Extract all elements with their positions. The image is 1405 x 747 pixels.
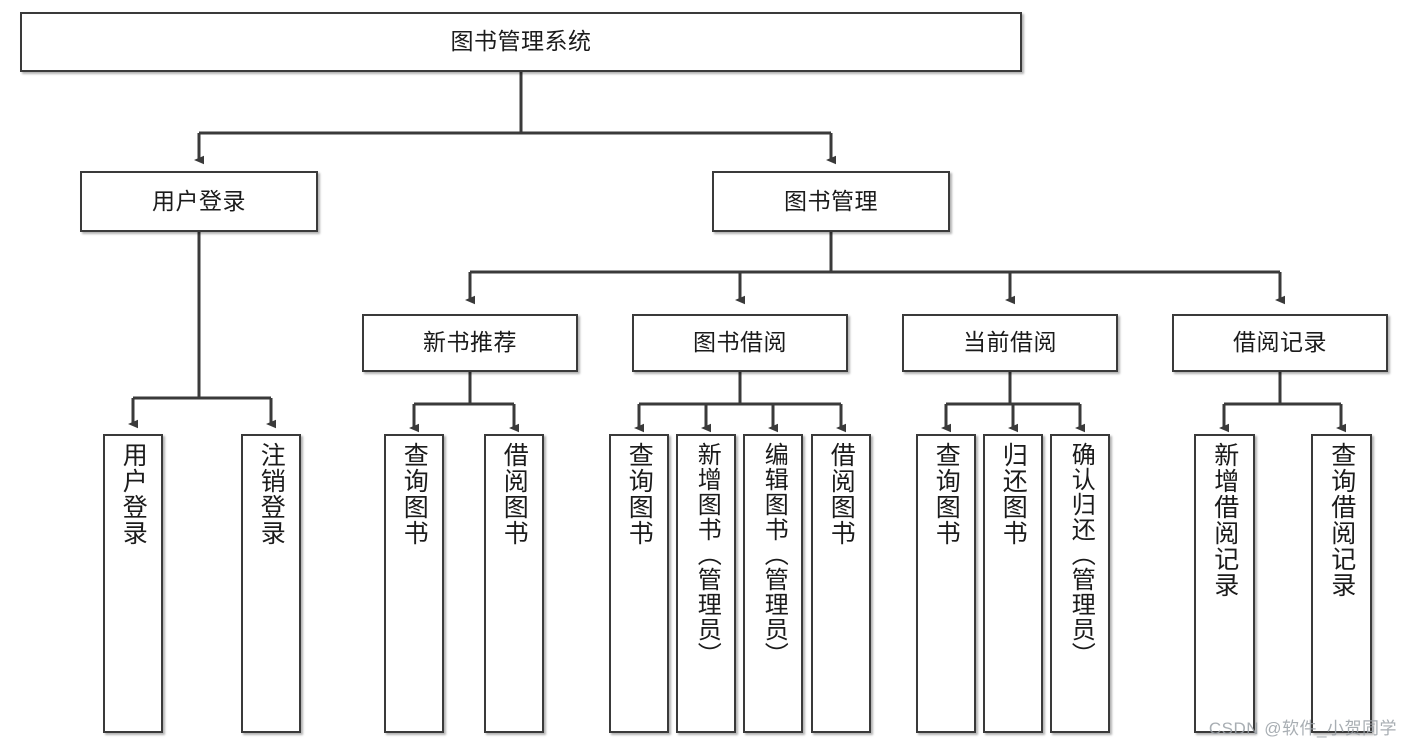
- node-label: 借阅图书: [500, 442, 529, 546]
- watermark-text: CSDN @软件_小贺同学: [1208, 719, 1397, 738]
- node-label: 确认归还（管理员）: [1067, 442, 1095, 667]
- node-new-book-recommendation[interactable]: 新书推荐: [362, 314, 578, 372]
- node-label: 图书管理: [784, 187, 878, 214]
- node-leaf-edit-book-admin[interactable]: 编辑图书（管理员）: [743, 434, 803, 733]
- node-label: 当前借阅: [963, 329, 1057, 356]
- node-book-borrowing[interactable]: 图书借阅: [632, 314, 848, 372]
- node-user-login[interactable]: 用户登录: [80, 171, 318, 232]
- node-label: 借阅记录: [1233, 329, 1327, 356]
- node-label: 新增借阅记录: [1210, 442, 1239, 598]
- node-label: 用户登录: [152, 187, 246, 214]
- node-leaf-query-book-current[interactable]: 查询图书: [916, 434, 976, 733]
- node-label: 借阅图书: [827, 442, 856, 546]
- node-label: 注销登录: [257, 442, 286, 546]
- node-root-book-management-system[interactable]: 图书管理系统: [20, 12, 1022, 72]
- node-label: 查询图书: [400, 442, 429, 546]
- node-borrow-records[interactable]: 借阅记录: [1172, 314, 1388, 372]
- node-label: 查询图书: [625, 442, 654, 546]
- node-book-management[interactable]: 图书管理: [712, 171, 950, 232]
- node-leaf-logout[interactable]: 注销登录: [241, 434, 301, 733]
- node-leaf-query-book-borrow[interactable]: 查询图书: [609, 434, 669, 733]
- node-label: 查询图书: [932, 442, 961, 546]
- node-leaf-borrow-book[interactable]: 借阅图书: [811, 434, 871, 733]
- node-current-borrowing[interactable]: 当前借阅: [902, 314, 1118, 372]
- node-leaf-add-borrow-record[interactable]: 新增借阅记录: [1194, 434, 1255, 733]
- node-label: 归还图书: [999, 442, 1028, 546]
- node-label: 用户登录: [119, 442, 148, 546]
- node-label: 新书推荐: [423, 329, 517, 356]
- node-label: 编辑图书（管理员）: [760, 442, 788, 667]
- node-label: 图书管理系统: [450, 28, 592, 55]
- node-leaf-query-book-rec[interactable]: 查询图书: [384, 434, 444, 733]
- node-leaf-add-book-admin[interactable]: 新增图书（管理员）: [676, 434, 736, 733]
- node-label: 新增图书（管理员）: [693, 442, 721, 667]
- node-leaf-return-book[interactable]: 归还图书: [983, 434, 1043, 733]
- node-leaf-borrow-book-rec[interactable]: 借阅图书: [484, 434, 544, 733]
- node-label: 查询借阅记录: [1327, 442, 1356, 598]
- node-leaf-query-borrow-record[interactable]: 查询借阅记录: [1311, 434, 1372, 733]
- node-label: 图书借阅: [693, 329, 787, 356]
- node-leaf-user-login[interactable]: 用户登录: [103, 434, 163, 733]
- node-leaf-confirm-return-admin[interactable]: 确认归还（管理员）: [1050, 434, 1110, 733]
